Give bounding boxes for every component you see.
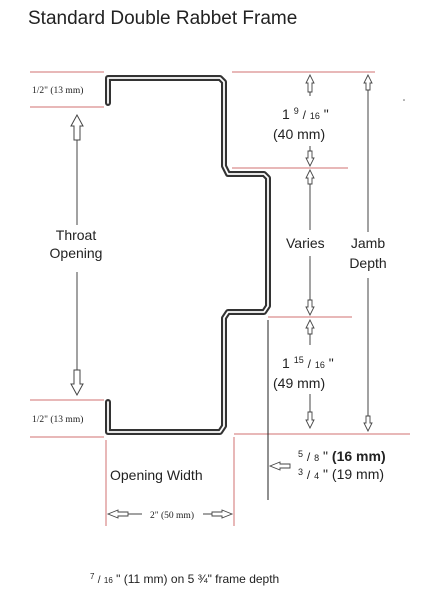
varies-arrow-up-icon bbox=[305, 168, 315, 185]
face-dim-a: 5 / 8 " (16 mm) bbox=[298, 444, 386, 464]
top-dim-fraction: 1 9 / 16 " bbox=[282, 101, 329, 122]
opening-arrow-left-icon bbox=[106, 509, 129, 519]
bottom-dim-arrow-up-icon bbox=[305, 318, 315, 335]
footer-note: 7 / 16 " (11 mm) on 5 ¾" frame depth bbox=[90, 568, 279, 586]
opening-width-dimension bbox=[106, 509, 234, 519]
top-return-label: 1/2" (13 mm) bbox=[32, 85, 83, 96]
frame-profile bbox=[105, 75, 271, 435]
bottom-dim-numerator: 15 bbox=[294, 355, 304, 365]
opening-width-label: Opening Width bbox=[110, 467, 203, 483]
varies-arrow-down-icon bbox=[305, 299, 315, 317]
face-b-denominator: 4 bbox=[314, 471, 319, 481]
jamb-arrow-up-icon bbox=[363, 73, 373, 91]
footer-denominator: 16 bbox=[104, 576, 113, 585]
top-dim-mm: (40 mm) bbox=[273, 126, 325, 142]
bottom-dim-mm: (49 mm) bbox=[273, 375, 325, 391]
jamb-label-line2: Depth bbox=[349, 255, 386, 271]
opening-dim-label: 2" (50 mm) bbox=[150, 510, 194, 521]
throat-label-line1: Throat bbox=[56, 227, 97, 243]
throat-arrow-up-icon bbox=[70, 113, 84, 141]
face-b-mm: (19 mm) bbox=[332, 466, 384, 482]
face-dim-b: 3 / 4 " (19 mm) bbox=[298, 462, 384, 482]
jamb-arrow-down-icon bbox=[363, 415, 373, 433]
top-dim-denominator: 16 bbox=[310, 111, 320, 121]
bottom-return-label: 1/2" (13 mm) bbox=[32, 414, 83, 425]
bottom-dim-arrow-down-icon bbox=[305, 411, 315, 430]
bottom-dim-denominator: 16 bbox=[315, 360, 325, 370]
top-rabbet-dimension bbox=[305, 73, 315, 168]
footer-numerator: 7 bbox=[90, 572, 95, 581]
frame-profile-highlight bbox=[107, 77, 269, 433]
top-dim-whole: 1 bbox=[282, 106, 290, 122]
jamb-label-line1: Jamb bbox=[351, 235, 385, 251]
throat-arrow-down-icon bbox=[70, 369, 84, 397]
face-a-numerator: 5 bbox=[298, 449, 303, 459]
jamb-depth-dimension bbox=[363, 73, 373, 433]
face-a-mm: (16 mm) bbox=[332, 448, 386, 464]
bottom-dim-whole: 1 bbox=[282, 355, 290, 371]
throat-label-line2: Opening bbox=[50, 245, 103, 261]
face-a-denominator: 8 bbox=[314, 453, 319, 463]
footer-text: on 5 ¾" frame depth bbox=[171, 572, 279, 586]
varies-label: Varies bbox=[286, 235, 325, 251]
diagram-title: Standard Double Rabbet Frame bbox=[28, 8, 297, 29]
footer-mm: (11 mm) bbox=[124, 572, 168, 586]
top-dim-numerator: 9 bbox=[294, 106, 299, 116]
throat-opening-dimension bbox=[70, 113, 84, 397]
bottom-dim-fraction: 1 15 / 16 " bbox=[282, 350, 334, 371]
varies-dimension bbox=[305, 168, 315, 317]
face-b-numerator: 3 bbox=[298, 467, 303, 477]
top-dim-arrow-up-icon bbox=[305, 73, 315, 93]
face-arrow-left-icon bbox=[268, 461, 291, 471]
stray-dot bbox=[403, 99, 405, 101]
opening-arrow-right-icon bbox=[211, 509, 234, 519]
guide-lines bbox=[30, 71, 410, 526]
bottom-rabbet-dimension bbox=[305, 318, 315, 430]
top-dim-arrow-down-icon bbox=[305, 150, 315, 168]
